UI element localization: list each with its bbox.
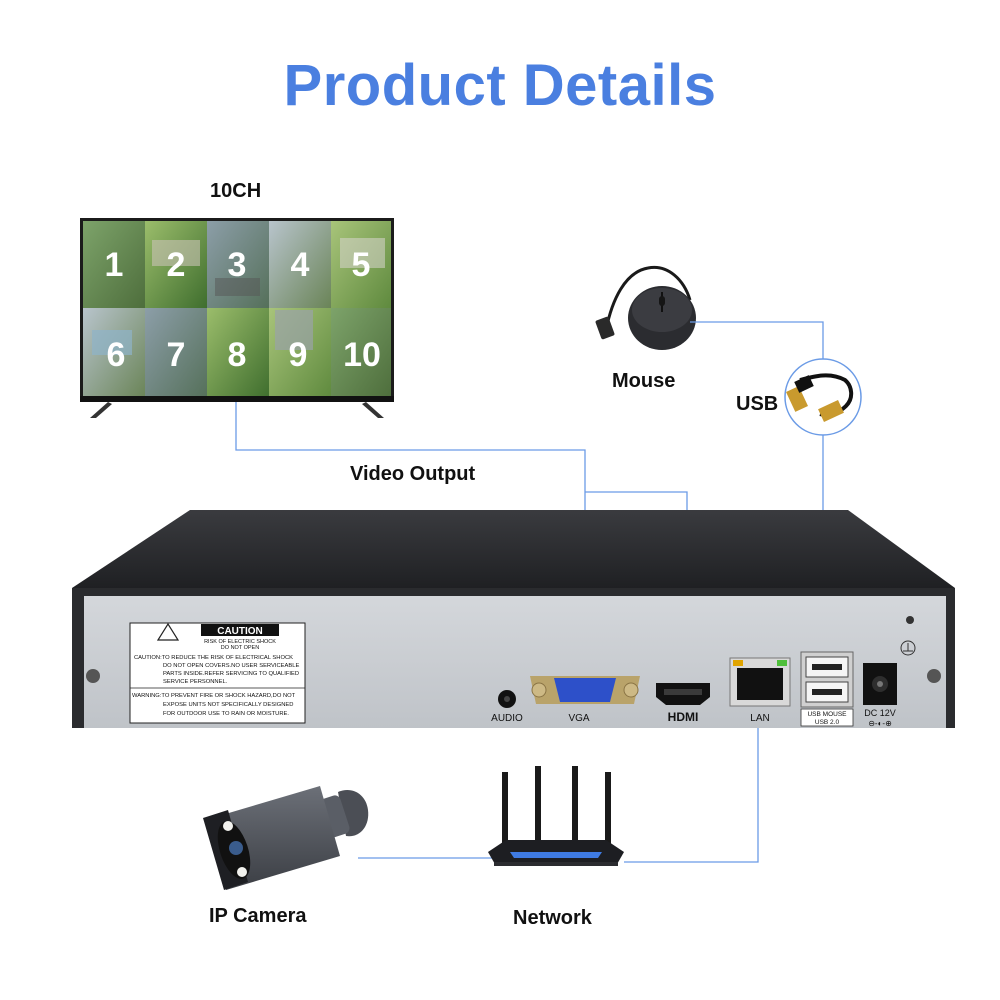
mouse-icon	[595, 265, 696, 350]
vga-label: VGA	[568, 713, 589, 724]
router-icon	[488, 766, 624, 866]
caution-label: CAUTION RISK OF ELECTRIC SHOCK DO NOT OP…	[129, 622, 306, 724]
tv-stand-left	[90, 402, 112, 418]
dc-power-port: DC 12V ⊖-◐-⊕	[863, 663, 897, 728]
svg-text:⊖-◐-⊕: ⊖-◐-⊕	[868, 719, 892, 728]
ip-camera-label: IP Camera	[209, 905, 307, 927]
ip-camera-icon	[203, 786, 369, 890]
usb-cable-icon	[784, 358, 862, 436]
page-title: Product Details	[283, 53, 717, 118]
tv-screen	[83, 221, 391, 398]
tv-monitor: 1 2 3 4 5 6 7 8 9 10	[80, 218, 394, 418]
channel-label: 4	[291, 246, 310, 284]
nvr-device: CAUTION RISK OF ELECTRIC SHOCK DO NOT OP…	[72, 510, 955, 728]
network-label: Network	[513, 907, 592, 929]
caution-sub: RISK OF ELECTRIC SHOCK	[204, 639, 276, 645]
vga-port: VGA	[530, 676, 640, 724]
warning-text: EXPOSE UNITS NOT SPECIFICALLY DESIGNED	[163, 702, 293, 708]
warning-text: FOR OUTDOOR USE TO RAIN OR MOISTURE.	[163, 711, 289, 717]
dc-label: DC 12V	[864, 708, 896, 718]
channel-label: 5	[352, 246, 371, 284]
channel-label: 2	[167, 246, 186, 284]
usb-label: USB	[736, 393, 779, 415]
lan-line	[624, 700, 759, 863]
tv-stand-right	[362, 402, 384, 418]
channel-label: 1	[105, 246, 124, 284]
channel-label: 7	[167, 336, 186, 374]
channel-label: 9	[289, 336, 308, 374]
caution-text: DO NOT OPEN COVERS.NO USER SERVICEABLE	[163, 663, 300, 669]
channel-label: 3	[228, 246, 247, 284]
channel-label: 6	[107, 336, 126, 374]
usb-version-label: USB 2.0	[815, 719, 840, 726]
mouse-label: Mouse	[612, 370, 676, 392]
lan-label: LAN	[750, 713, 769, 724]
channel-label: 8	[228, 336, 247, 374]
video-output-label: Video Output	[350, 463, 476, 485]
caution-text: PARTS INSIDE.REFER SERVICING TO QUALIFIE…	[163, 671, 299, 677]
caution-heading: CAUTION	[217, 626, 263, 637]
tv-channel-count-label: 10CH	[210, 180, 262, 202]
hdmi-port: HDMI	[656, 683, 710, 724]
nvr-top	[72, 510, 955, 588]
channel-label: 10	[343, 336, 381, 374]
audio-port: AUDIO	[491, 690, 523, 724]
usb-mouse-label: USB MOUSE	[807, 711, 847, 718]
warning-text: WARNING:TO PREVENT FIRE OR SHOCK HAZARD,…	[132, 693, 296, 699]
caution-text: SERVICE PERSONNEL.	[163, 679, 228, 685]
lan-port: LAN	[729, 657, 791, 724]
usb-ports: USB MOUSE USB 2.0	[800, 651, 854, 727]
audio-label: AUDIO	[491, 713, 523, 724]
caution-text: CAUTION:TO REDUCE THE RISK OF ELECTRICAL…	[134, 655, 293, 661]
mouse-usb-line	[690, 321, 824, 359]
caution-sub: DO NOT OPEN	[221, 645, 259, 651]
hdmi-label: HDMI	[668, 710, 699, 724]
